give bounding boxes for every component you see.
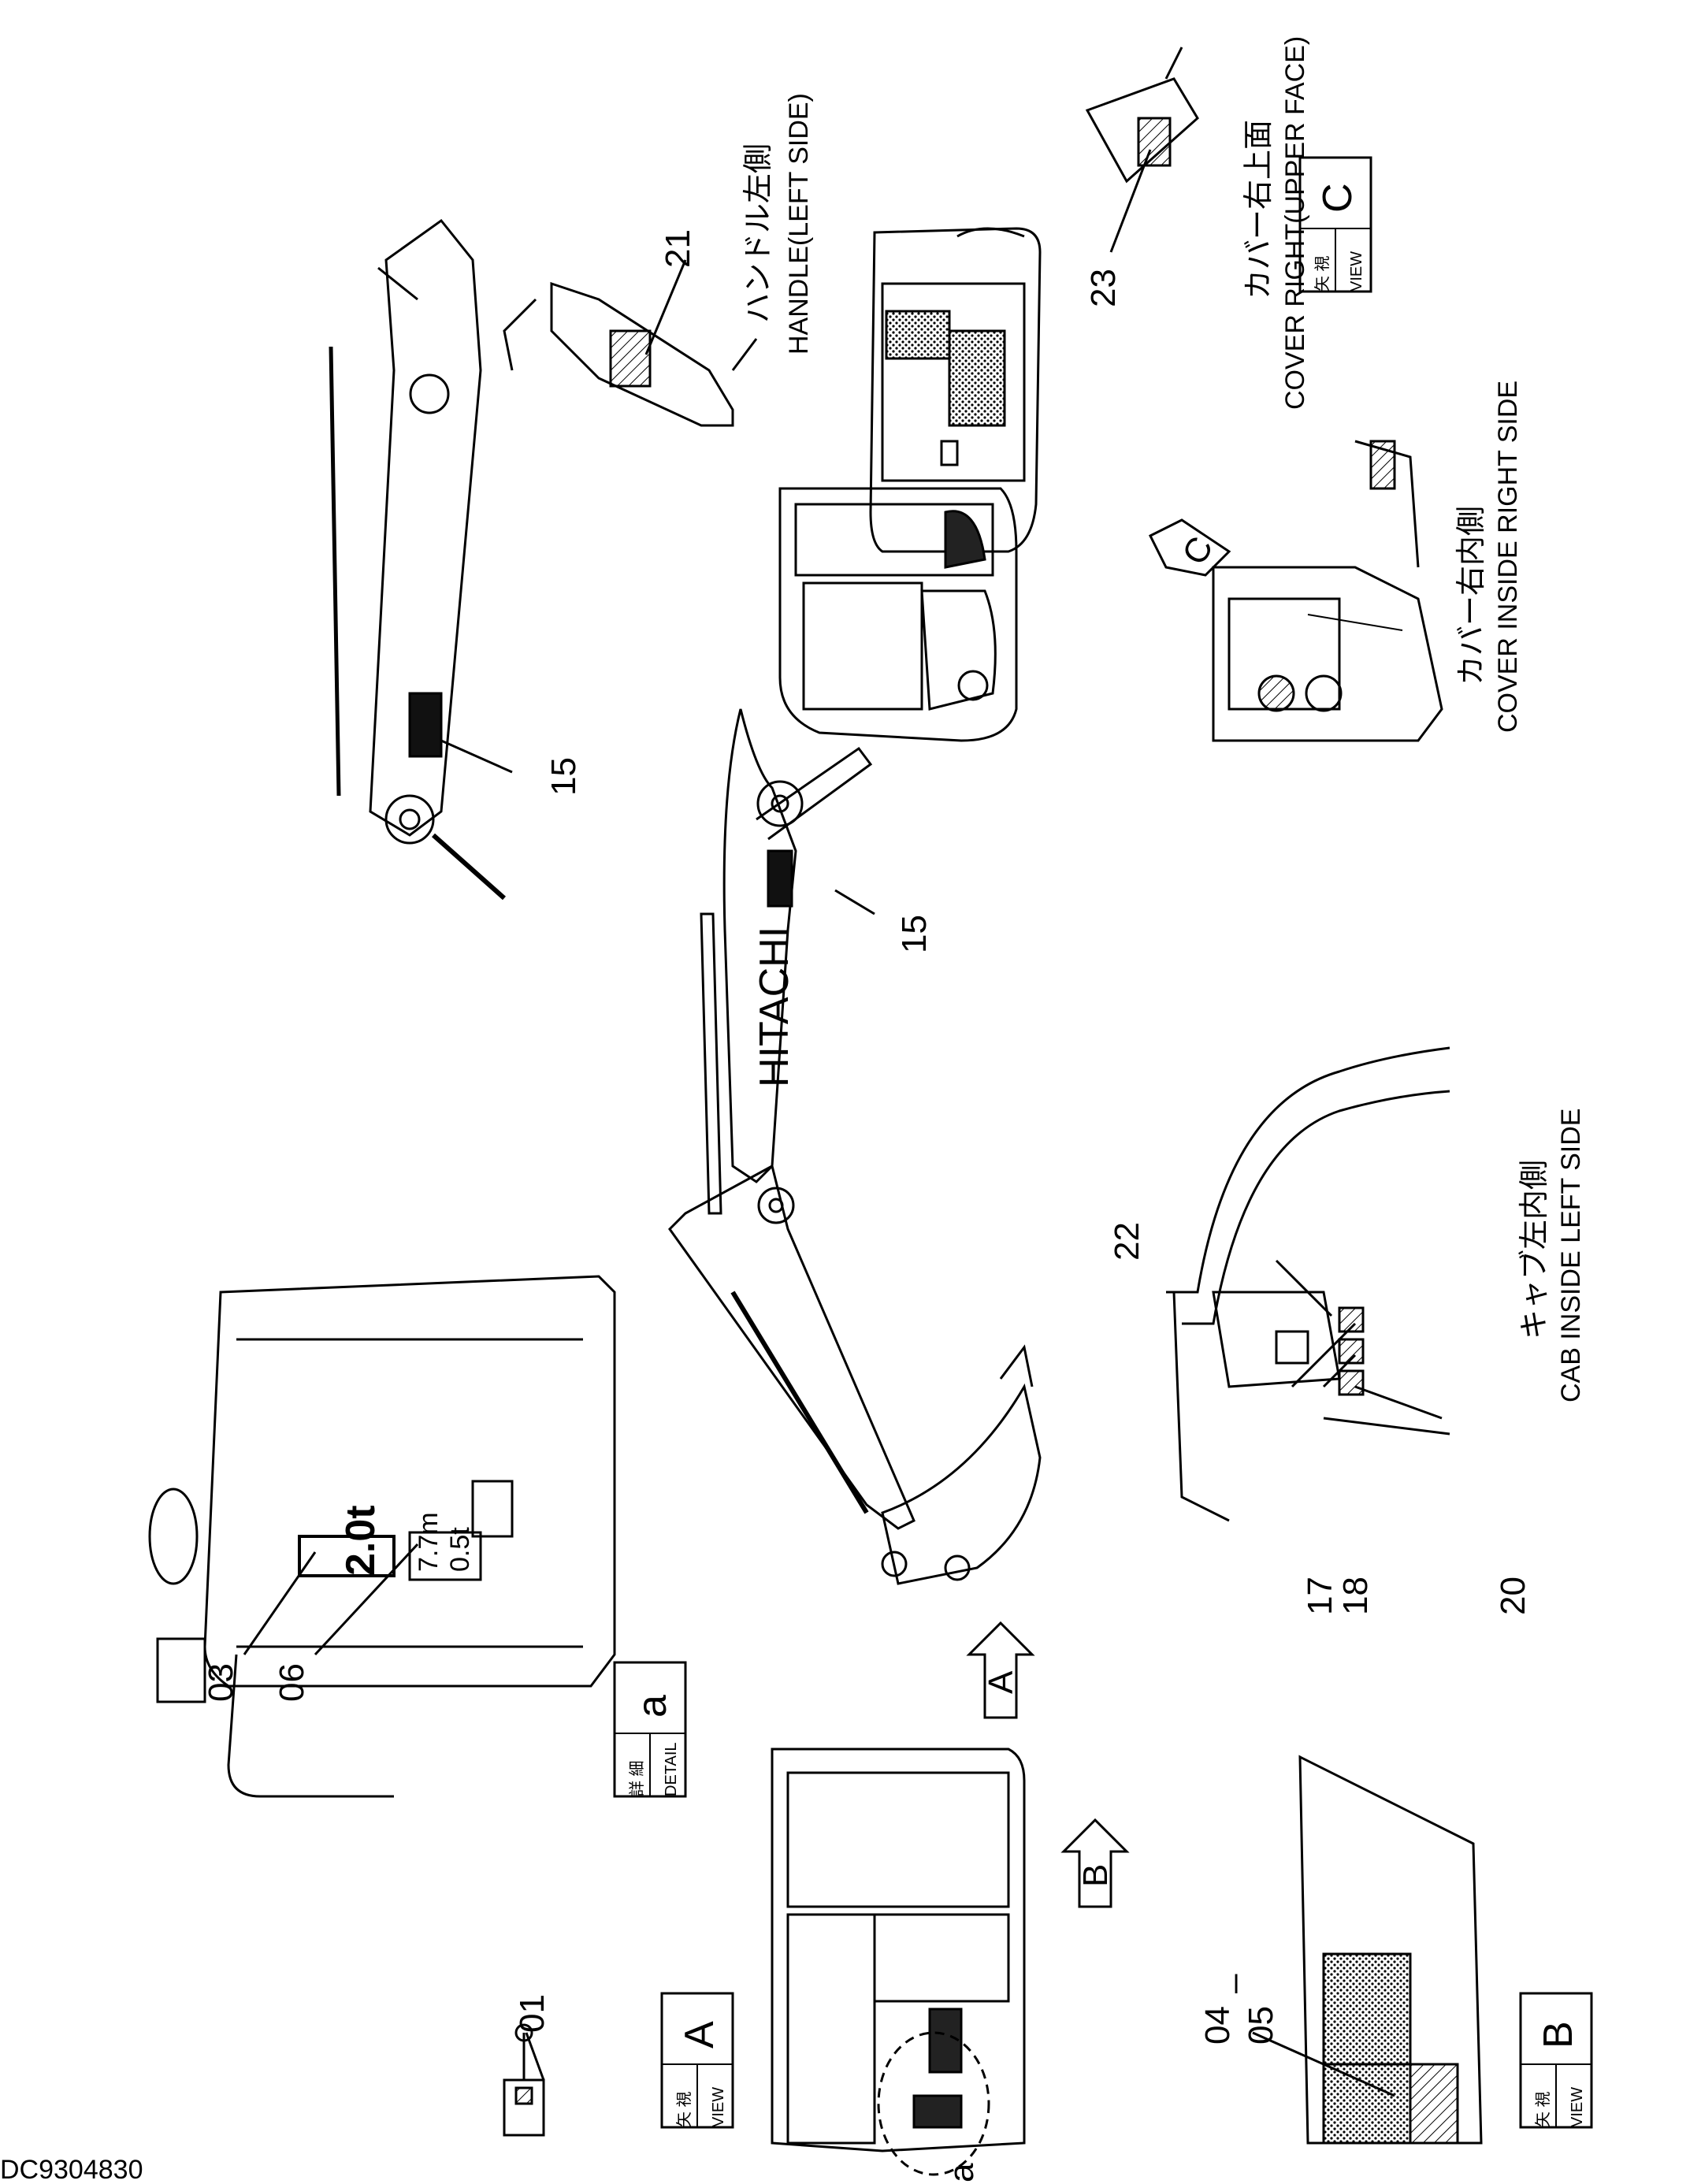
view-c-en: VIEW [1348,251,1365,292]
callout-18: 18 [1336,1577,1375,1615]
detail-circle-a: a [877,2031,990,2182]
view-a-letter: A [677,2021,722,2048]
view-b-letter: B [1536,2021,1581,2048]
view-arrow-a-letter: A [982,1670,1020,1694]
detail-circle-letter: a [942,2163,981,2182]
view-c-jp: 矢 視 [1313,255,1331,292]
capacity-plate-text: 2.0t [338,1505,384,1576]
view-arrow-b: B [1060,1818,1130,1908]
caption-cab-en: CAB INSIDE LEFT SIDE [1556,1109,1586,1402]
detail-label-a: 詳 細 DETAIL a [613,1661,687,1798]
cover-upper-detail [1085,46,1199,184]
callout-05: 05 [1242,2006,1280,2045]
view-b-jp: 矢 視 [1534,2091,1552,2127]
callout-15-boom: 15 [895,915,934,953]
view-a-en: VIEW [710,2087,727,2127]
callout-numbers: 01 03 06 04 – 05 15 15 17 18 20 21 22 23 [202,229,1532,2045]
caption-cover-inside-jp: カバー右内側 [1455,506,1488,685]
callout-04: 04 [1198,2006,1237,2045]
handle-detail [503,281,758,427]
view-label-c: 矢 視 VIEW C [1298,156,1372,293]
cover-inside-detail [1212,440,1443,742]
leader-lines [243,149,1443,2097]
view-label-a: 矢 視 VIEW A [660,1992,734,2129]
drawing-id: DC9304830 [0,2155,143,2184]
caption-handle-jp: ハンドル左側 [742,143,775,323]
caption-handle-en: HANDLE(LEFT SIDE) [784,93,814,355]
caption-cover-inside-en: COVER INSIDE RIGHT SIDE [1493,381,1523,733]
view-arrow-b-letter: B [1076,1864,1115,1887]
callout-dash: – [1214,1974,1253,1993]
boom-brand-text: HITACHI [752,927,797,1087]
detail-a-letter: a [630,1695,675,1718]
view-c-letter: C [1315,183,1361,213]
callout-22: 22 [1108,1222,1146,1261]
part-01-key-drawing [503,2023,545,2137]
callout-23: 23 [1084,269,1123,307]
detail-a-jp: 詳 細 [628,1760,646,1796]
view-b-en: VIEW [1569,2087,1586,2127]
arm-detail-view [329,218,506,901]
callout-20: 20 [1494,1577,1532,1615]
reach-text: 7.7m [414,1512,444,1572]
view-label-b: 矢 視 VIEW B [1519,1992,1593,2129]
view-arrow-a: A [966,1621,1035,1719]
view-a-jp: 矢 視 [675,2091,693,2127]
callout-06: 06 [273,1663,311,1702]
cab-inside-detail [1166,1046,1450,1522]
caption-cover-upper-en: COVER RIGHT(UPPER FACE) [1280,36,1310,410]
callout-15-arm: 15 [544,757,583,796]
load-text: 0.5t [445,1527,475,1572]
callout-17: 17 [1301,1577,1339,1615]
detail-a-en: DETAIL [663,1742,680,1796]
callout-03: 03 [202,1663,240,1702]
caption-cover-upper-jp: カバー右上面 [1242,120,1276,299]
view-a-drawing [771,1748,1026,2152]
captions: ハンドル左側 HANDLE(LEFT SIDE) カバー右上面 COVER RI… [742,36,1586,1402]
callout-21: 21 [659,229,697,268]
detail-a-view: 2.0t 7.7m 0.5t [148,1275,616,1798]
view-b-drawing [1298,1755,1483,2145]
callout-01: 01 [513,1994,552,2033]
excavator-main-view: HITACHI [668,227,1042,1585]
caption-cab-jp: キャブ左内側 [1518,1160,1551,1339]
